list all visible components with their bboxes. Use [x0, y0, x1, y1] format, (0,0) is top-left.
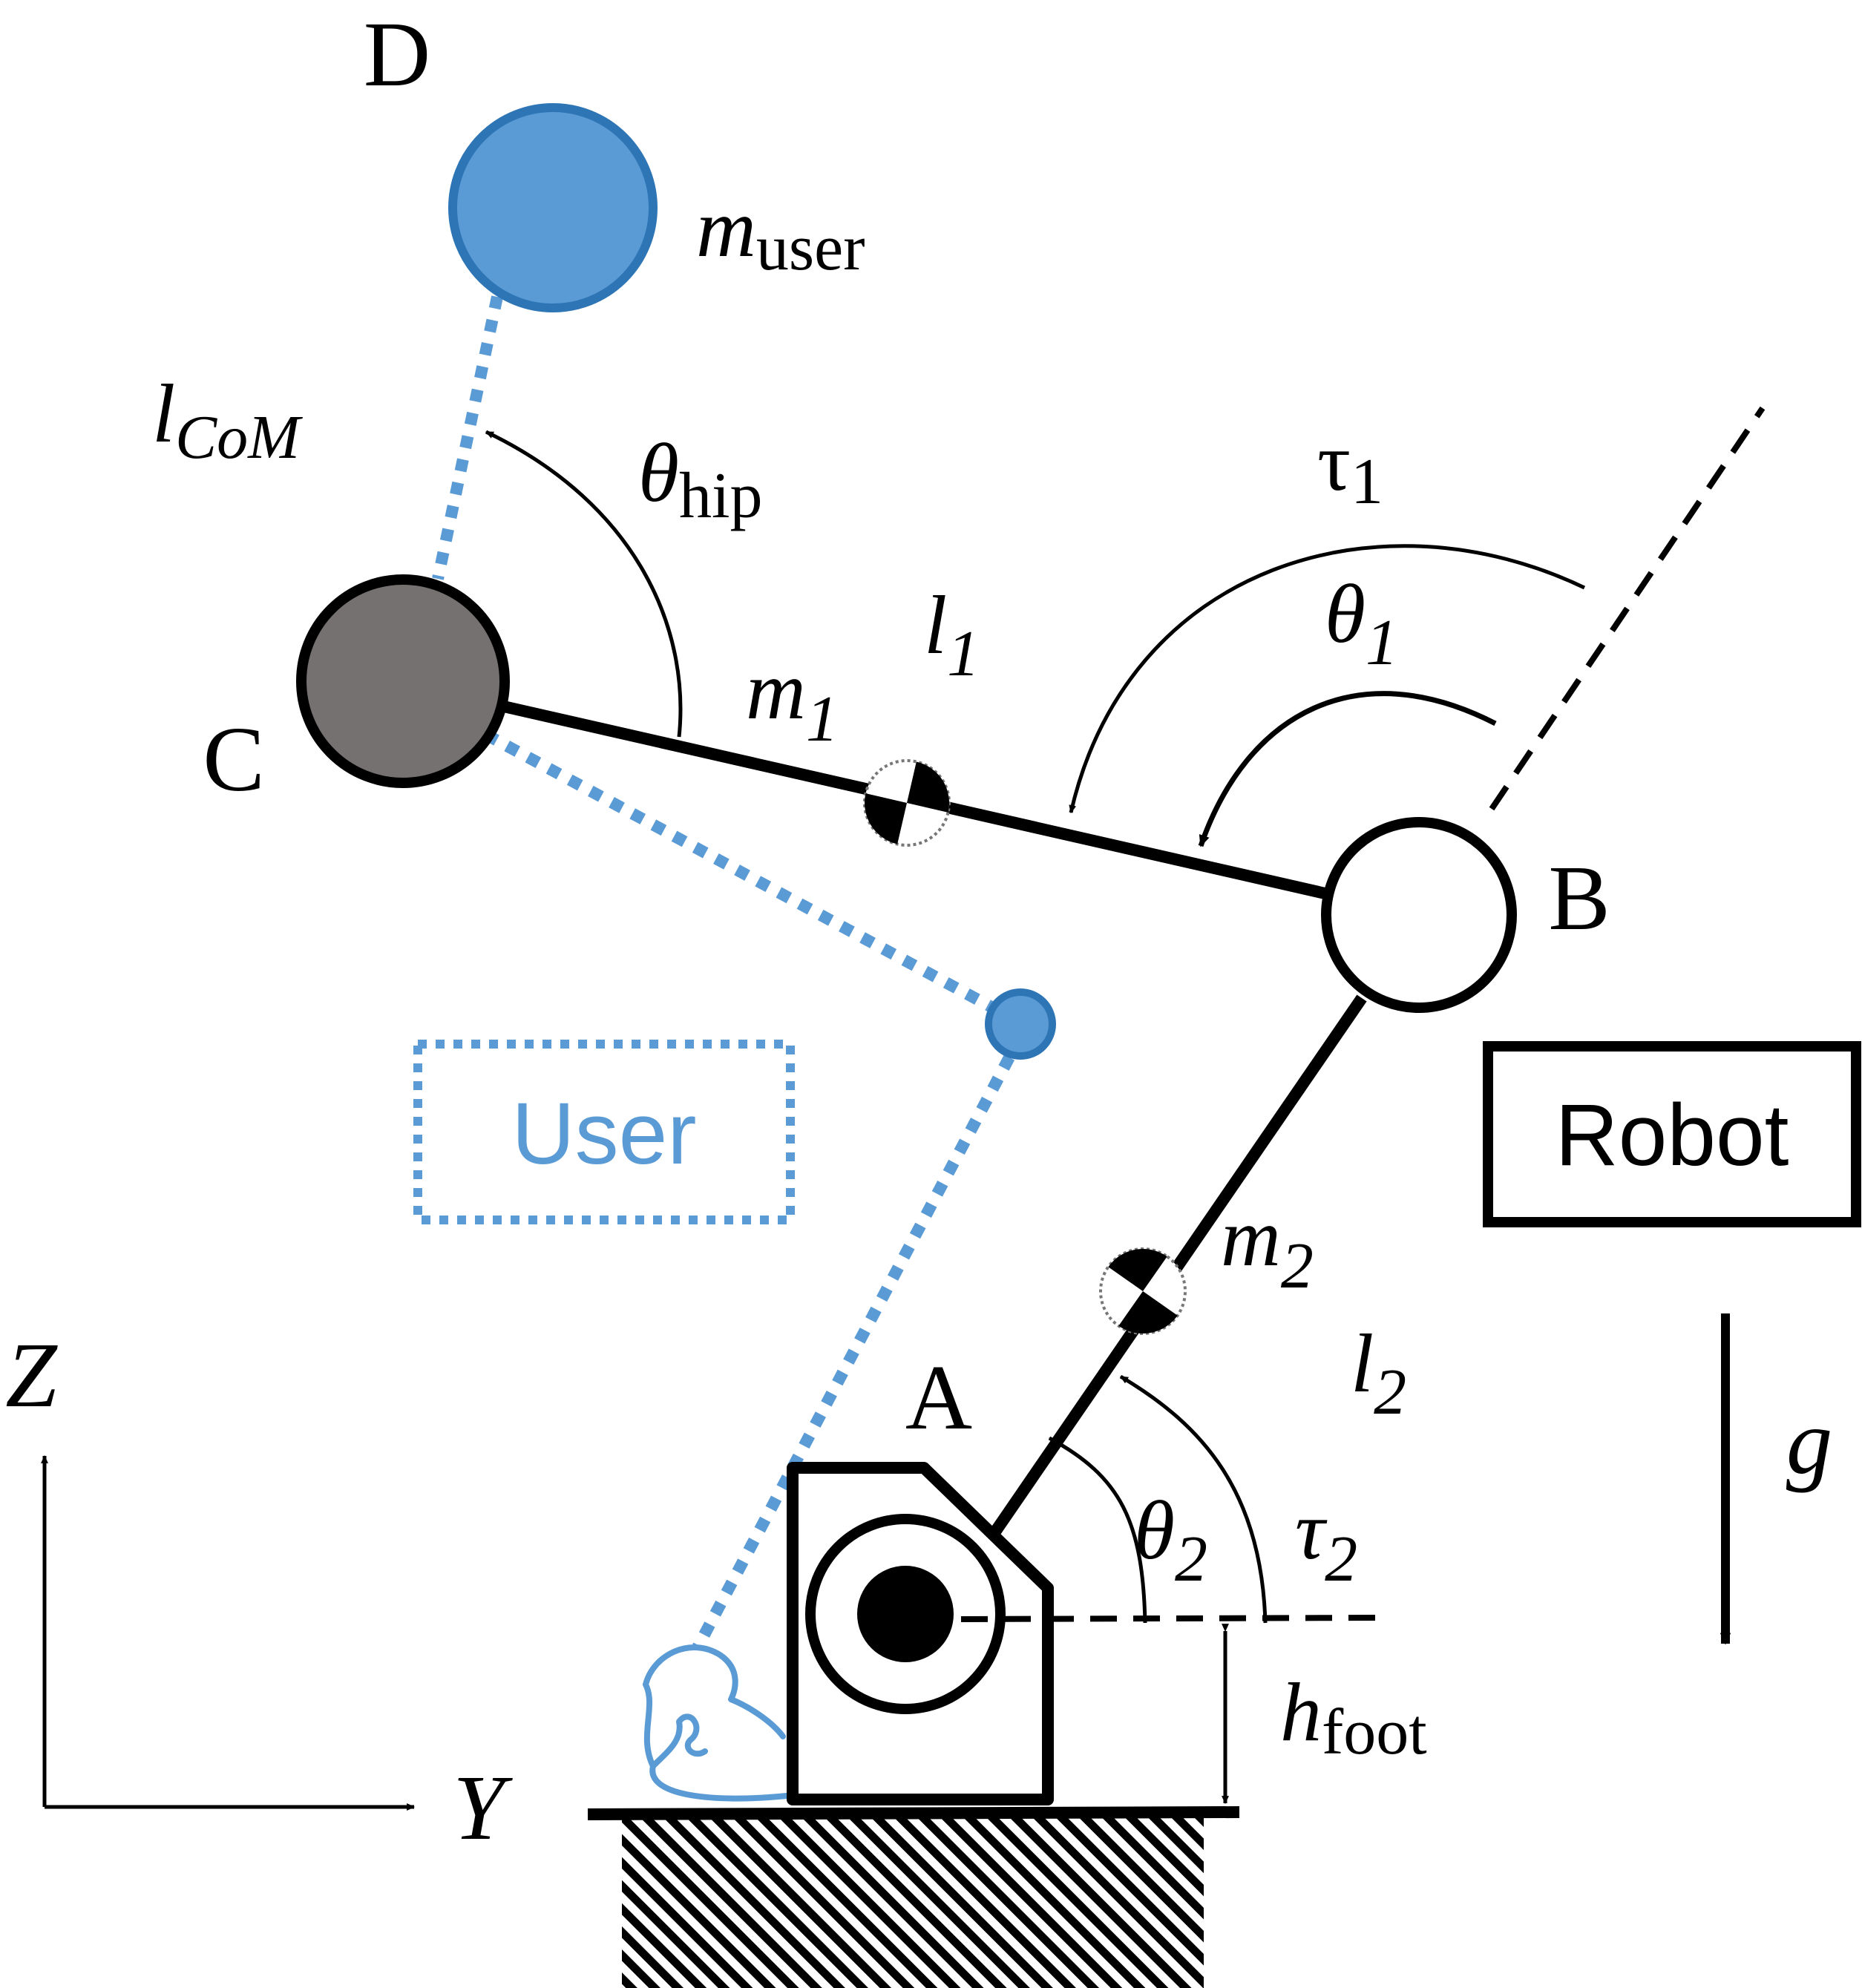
label-m1: m1 — [746, 645, 839, 755]
label-tau1: τ1 — [1317, 416, 1383, 518]
label-h-foot: hfoot — [1280, 1667, 1427, 1768]
knee-joint-B — [1321, 817, 1517, 1013]
theta1-arc — [1198, 691, 1497, 847]
tau2-arc — [1119, 1374, 1268, 1624]
label-l-com: lCoM — [152, 368, 303, 472]
user-com-mass-D — [448, 103, 658, 312]
user-knee-joint — [985, 988, 1056, 1060]
actuator-outer-ring — [805, 1514, 1006, 1714]
user-foot — [643, 1644, 790, 1802]
label-axis-y: Y — [453, 1757, 513, 1860]
user-shank — [692, 1054, 1015, 1650]
ground-line — [587, 1806, 1240, 1820]
coordinate-axes — [41, 1454, 416, 1811]
point-label-D: D — [364, 4, 430, 106]
user-body — [413, 103, 1056, 1802]
theta-hip-arc — [485, 430, 683, 738]
point-label-A: A — [905, 1347, 972, 1449]
point-label-B: B — [1548, 847, 1610, 950]
label-l1: l1 — [924, 580, 980, 690]
label-tau2: τ2 — [1295, 1485, 1357, 1595]
label-theta-hip: θhip — [638, 427, 762, 532]
label-theta1: θ1 — [1325, 568, 1398, 679]
robot-box-label: Robot — [1556, 1086, 1789, 1184]
foot-actuator — [787, 1462, 1054, 1805]
hip-joint-C — [296, 574, 510, 788]
ground-hatched-block — [622, 1817, 1204, 1988]
label-theta2: θ2 — [1134, 1485, 1207, 1595]
label-m-user: muser — [696, 183, 865, 284]
user-com-link — [432, 295, 503, 580]
label-m2: m2 — [1221, 1192, 1314, 1302]
point-label-C: C — [203, 709, 264, 811]
ground — [587, 1806, 1240, 1988]
label-axis-z: Z — [5, 1325, 58, 1427]
tau1-arc — [1069, 544, 1586, 814]
ankle-horizontal-dashed-line — [960, 1615, 1377, 1622]
user-thigh — [483, 729, 1012, 1023]
user-box-label: User — [511, 1085, 696, 1183]
theta2-arc — [1048, 1436, 1147, 1624]
com-symbol-m2 — [1099, 1247, 1187, 1335]
robot-box — [1483, 1041, 1861, 1227]
knee-reference-dashed-line — [1489, 406, 1766, 811]
user-box — [413, 1040, 795, 1224]
labels: D C B A muser lCoM θhip τ1 θ1 l1 m1 m2 l… — [5, 4, 1832, 1860]
com-symbol-m1 — [863, 759, 951, 847]
ankle-joint-A — [857, 1566, 954, 1662]
label-l2: l2 — [1351, 1318, 1406, 1428]
label-gravity-g: g — [1786, 1391, 1833, 1494]
